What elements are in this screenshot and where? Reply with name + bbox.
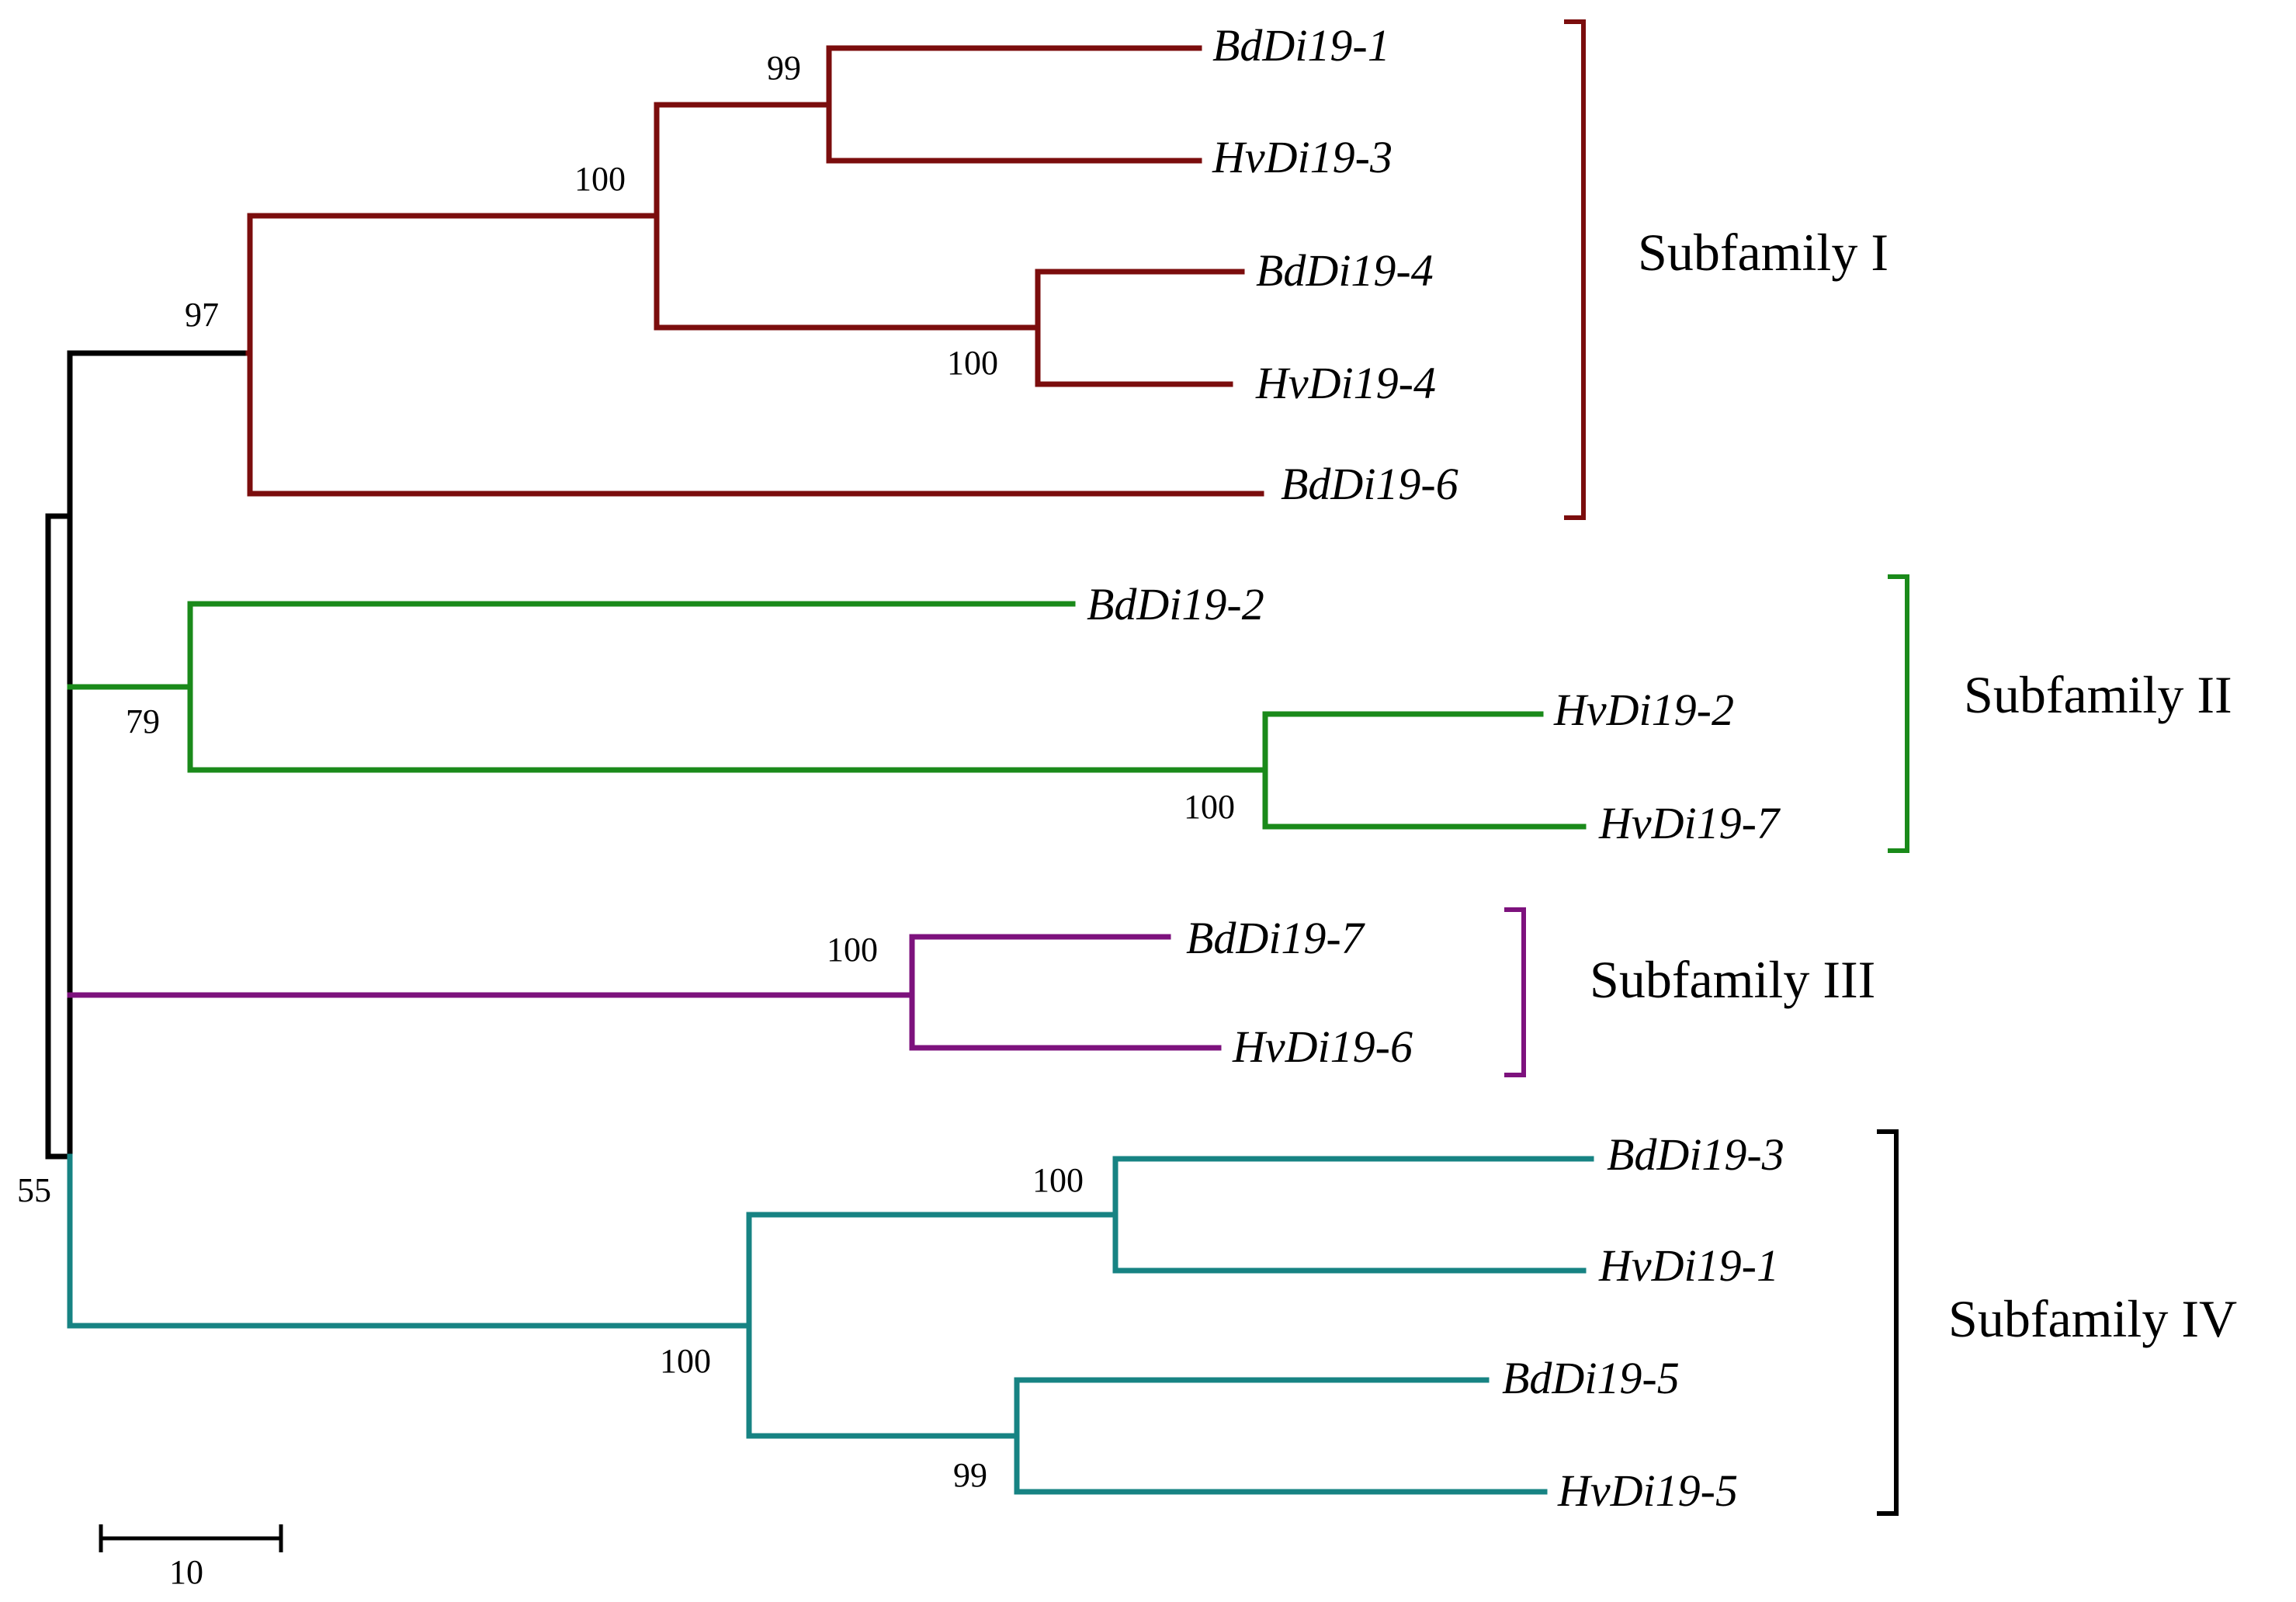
bootstrap-value: 100	[574, 160, 626, 198]
subfamily-label-i: Subfamily I	[1638, 223, 1888, 282]
subfamily-label-ii: Subfamily II	[1964, 665, 2232, 724]
branch-root-upper	[67, 350, 251, 519]
leaf-label-hv1: HvDi19-1	[1598, 1240, 1779, 1291]
scale-bar: 10	[99, 1524, 283, 1591]
bootstrap-value: 100	[660, 1342, 711, 1380]
subfamily-brackets	[1504, 19, 1909, 1516]
subfamily-label-iii: Subfamily III	[1590, 950, 1875, 1009]
bracket-subfamily-iv	[1877, 1129, 1899, 1516]
subfamily-label-iv: Subfamily IV	[1948, 1289, 2237, 1348]
leaf-label-bd3: BdDi19-3	[1607, 1129, 1784, 1180]
leaf-label-bd4: BdDi19-4	[1256, 245, 1434, 296]
leaf-label-hv3: HvDi19-3	[1212, 132, 1393, 182]
leaf-label-bd6: BdDi19-6	[1281, 459, 1458, 509]
bootstrap-value: 99	[767, 49, 801, 87]
leaf-label-bd2: BdDi19-2	[1087, 579, 1264, 629]
bracket-subfamily-ii	[1888, 574, 1909, 853]
leaf-label-hv7: HvDi19-7	[1598, 798, 1781, 848]
bootstrap-value: 100	[1184, 788, 1235, 826]
bootstrap-value: 79	[126, 702, 160, 740]
bracket-subfamily-i	[1564, 19, 1586, 520]
leaf-label-hv4: HvDi19-4	[1255, 358, 1436, 408]
leaf-label-hv6: HvDi19-6	[1232, 1021, 1413, 1072]
bootstrap-value: 100	[1032, 1161, 1084, 1199]
bracket-subfamily-iii	[1504, 907, 1526, 1077]
tree-branches	[45, 45, 1594, 1495]
leaf-label-bd1: BdDi19-1	[1212, 20, 1390, 71]
root-branch	[45, 513, 73, 1160]
bootstrap-value: 99	[953, 1456, 987, 1494]
bootstrap-value-root: 55	[17, 1171, 51, 1209]
leaf-label-hv2: HvDi19-2	[1553, 685, 1734, 735]
leaf-label-bd5: BdDi19-5	[1502, 1353, 1680, 1403]
bootstrap-value: 97	[185, 296, 219, 334]
bootstrap-value: 100	[947, 344, 998, 382]
leaf-label-hv5: HvDi19-5	[1557, 1465, 1738, 1516]
branch-subfamily-iv-stem	[67, 1153, 752, 1329]
leaf-label-bd7: BdDi19-7	[1186, 913, 1365, 963]
scale-bar-label: 10	[169, 1553, 203, 1591]
bootstrap-value: 100	[827, 931, 878, 969]
